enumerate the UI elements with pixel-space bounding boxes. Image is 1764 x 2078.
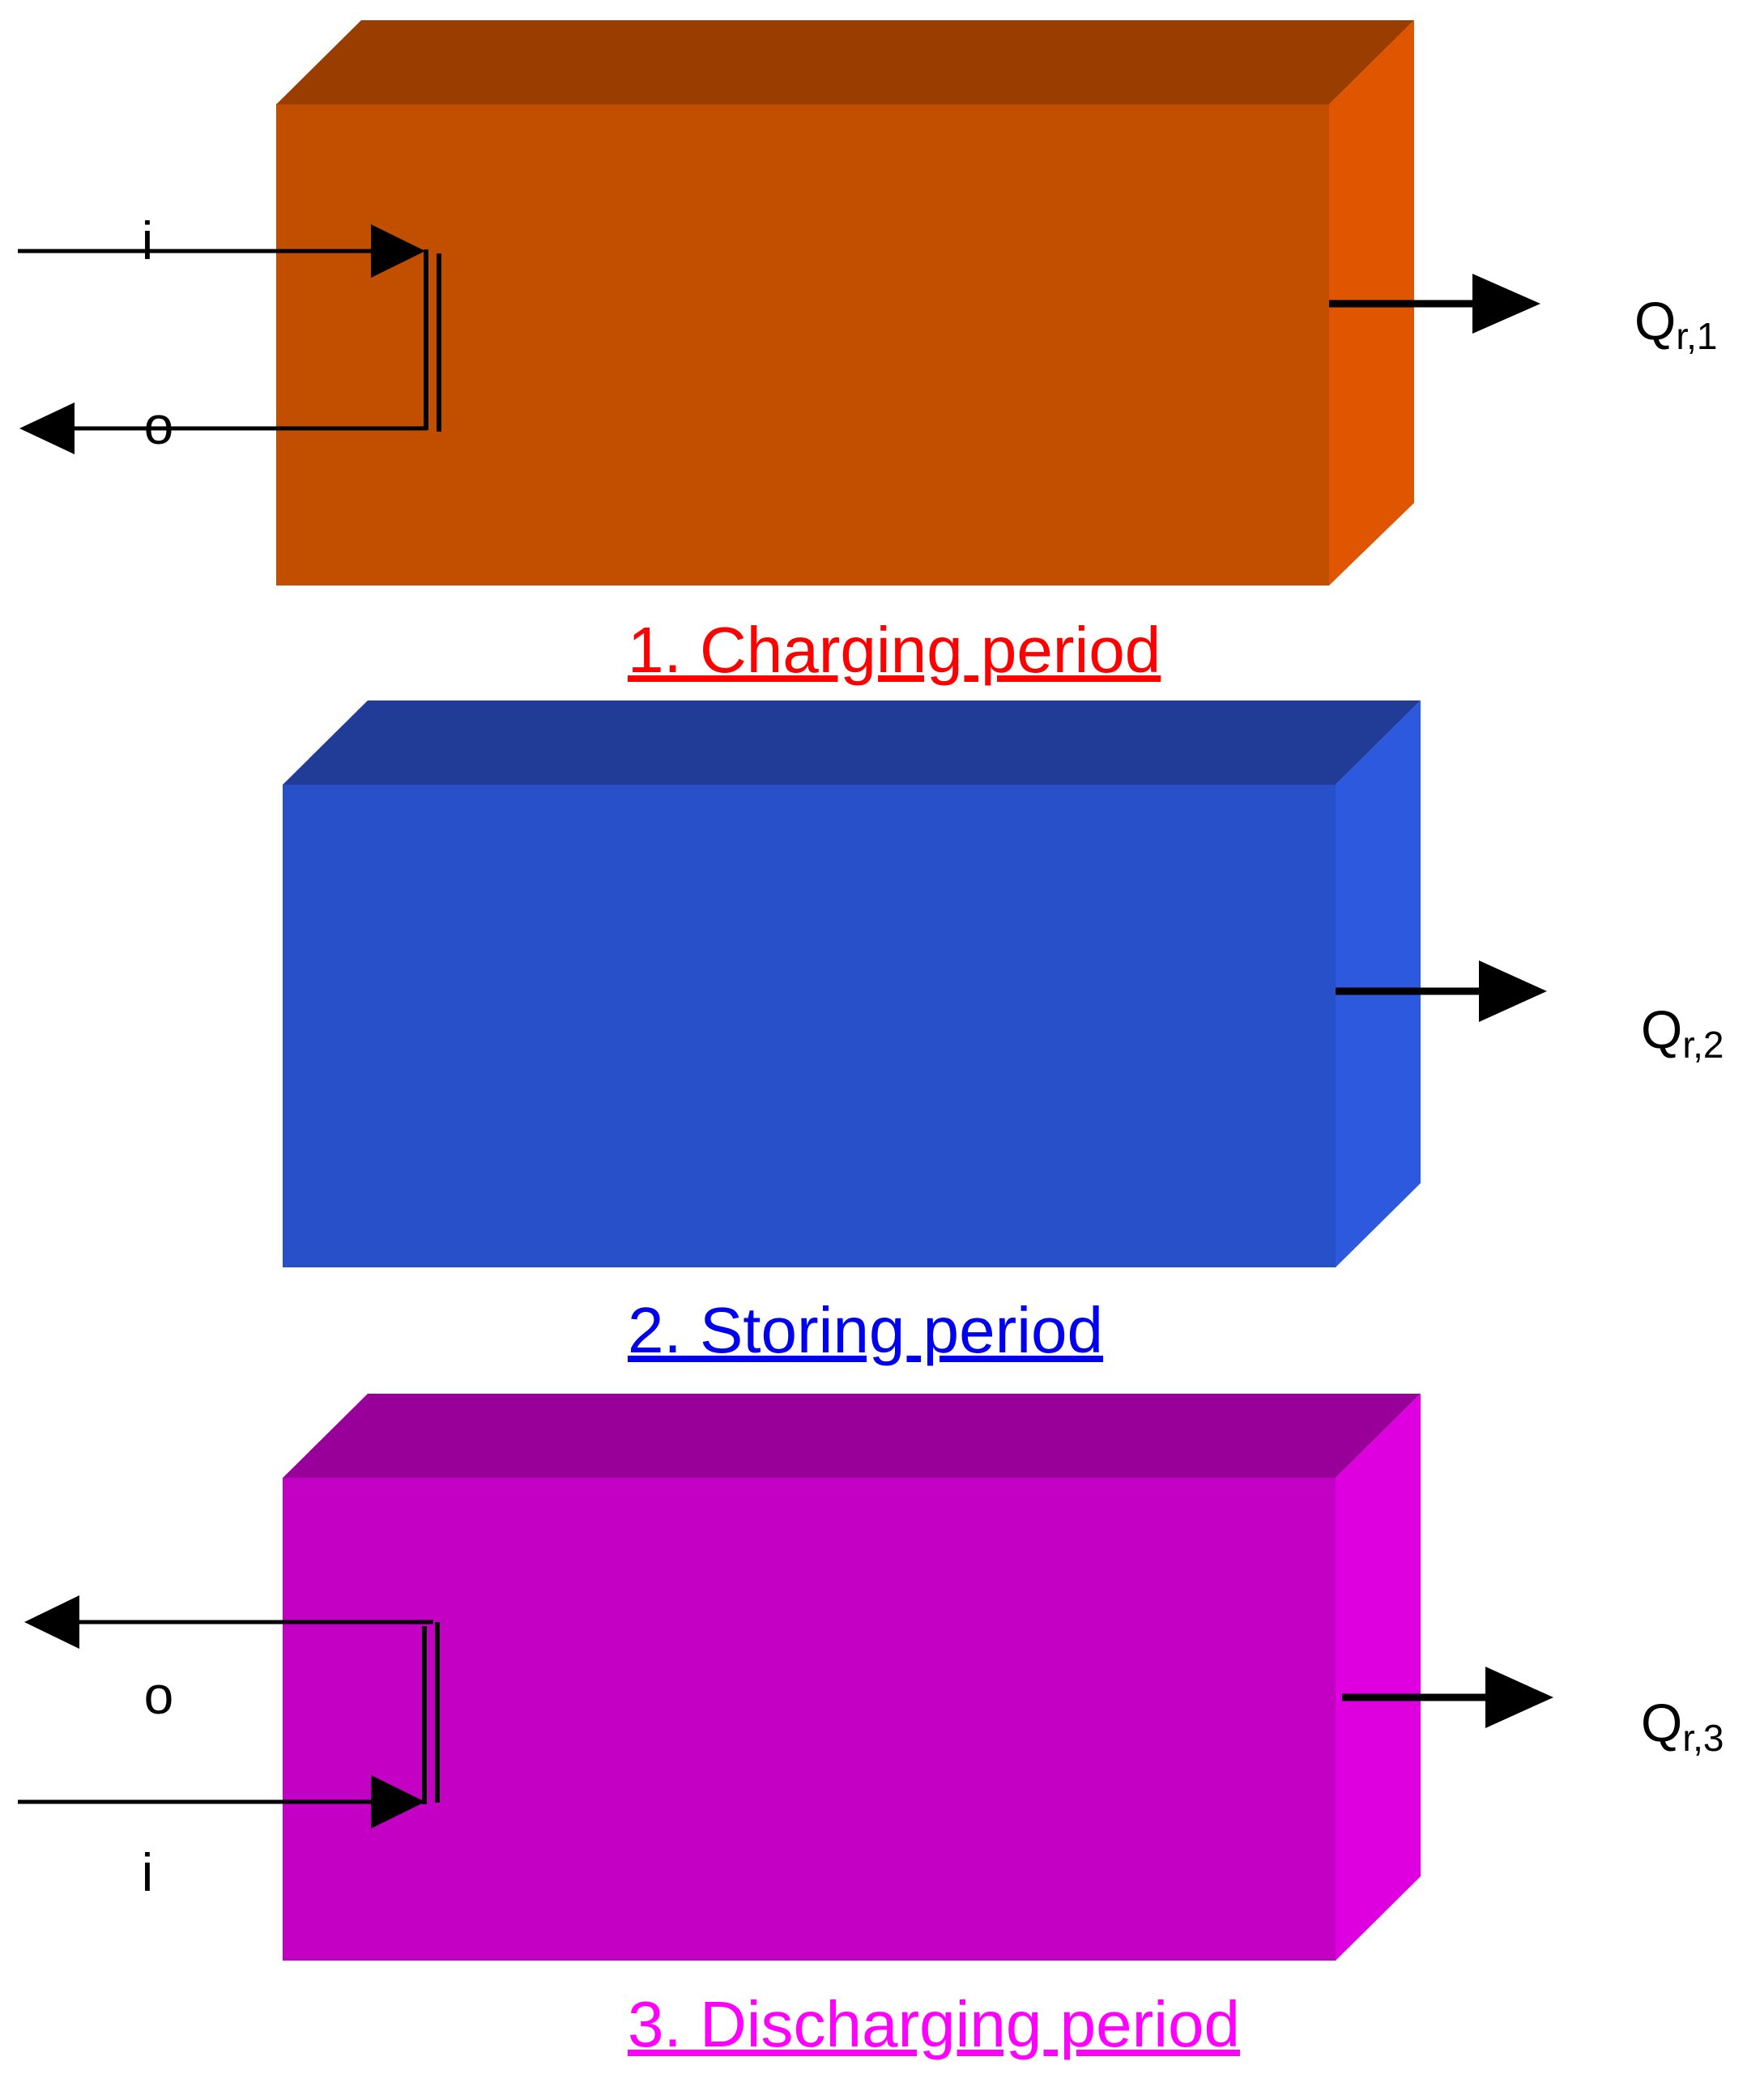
- discharging-heat-arrowhead: [1485, 1667, 1553, 1728]
- discharging-block-top-face: [283, 1394, 1421, 1478]
- discharging-block-front: [283, 1478, 1336, 1961]
- charging-period-title: 1. Charging period: [628, 614, 1161, 686]
- storing-block-front: [283, 785, 1336, 1267]
- storing-heat-label: Qr,2: [1641, 999, 1724, 1066]
- discharging-outlet-arrowhead: [24, 1595, 79, 1649]
- charging-heat-label: Qr,1: [1634, 291, 1718, 357]
- discharging-period-title: 3. Discharging period: [628, 1988, 1240, 2060]
- discharging-stage: o i Qr,3 3. Discharging period: [18, 1394, 1724, 2060]
- charging-heat-arrowhead: [1472, 274, 1540, 334]
- storing-block-top-face: [283, 700, 1421, 785]
- storing-heat-arrowhead: [1479, 960, 1547, 1022]
- charging-outlet-label: o: [144, 395, 174, 455]
- storing-block-side: [1336, 700, 1421, 1267]
- discharging-outlet-label: o: [144, 1665, 174, 1725]
- discharging-inlet-label: i: [142, 1842, 154, 1902]
- charging-outlet-arrowhead: [19, 402, 75, 454]
- storing-period-title: 2. Storing period: [628, 1294, 1103, 1366]
- charging-block-front: [276, 104, 1329, 586]
- charging-block-top-face: [276, 20, 1414, 104]
- discharging-block-side: [1336, 1394, 1421, 1961]
- charging-inlet-arrowhead: [371, 224, 425, 278]
- discharging-heat-label: Qr,3: [1641, 1693, 1724, 1759]
- discharging-inlet-arrowhead: [371, 1775, 425, 1829]
- storing-stage: Qr,2 2. Storing period: [283, 700, 1724, 1366]
- charging-stage: i o Qr,1 1. Charging period: [18, 20, 1718, 686]
- charging-inlet-label: i: [142, 211, 154, 270]
